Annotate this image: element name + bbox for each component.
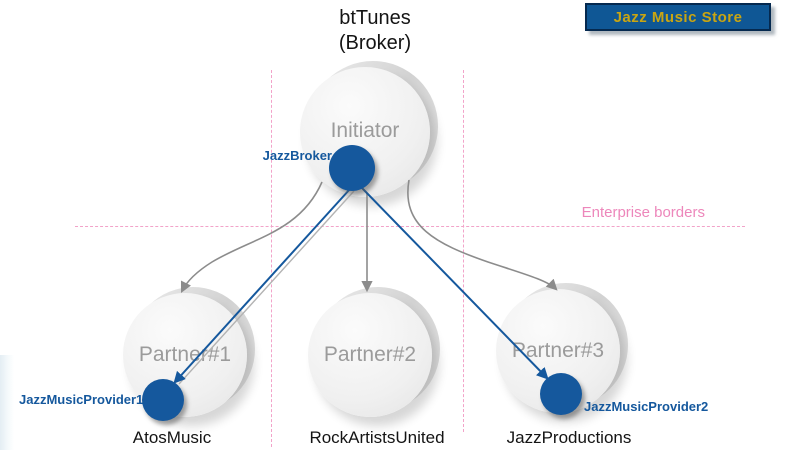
cylinder-face [308,293,432,417]
jazzmusicprovider2-label: JazzMusicProvider2 [584,399,709,414]
enterprise-border-vertical-right [463,70,464,432]
arrow-initiator-to-partner1 [180,181,323,294]
company-jazzproductions: JazzProductions [506,428,632,447]
arrow-shadow-broker-to-provider1 [178,190,355,385]
jazzmusicprovider1-label: JazzMusicProvider1 [19,392,144,407]
title-line-1: btTunes [339,7,411,29]
partner2-label: Partner#2 [323,343,417,366]
jazz-music-store-badge: Jazz Music Store [585,3,771,31]
partner2-cylinder: Partner#2 [308,287,440,417]
partner1-label: Partner#1 [138,343,232,366]
jazzbroker-node [329,145,375,191]
jazzmusicprovider1-node [142,379,184,421]
title-line-2: (Broker) [338,32,412,54]
enterprise-borders-label: Enterprise borders [581,204,705,221]
initiator-label: Initiator [330,119,400,142]
slide-edge-gradient-left [0,355,14,450]
arrow-broker-to-provider2 [361,187,549,380]
badge-label: Jazz Music Store [613,8,743,26]
company-rockartistsunited: RockArtistsUnited [309,428,445,447]
partner3-label: Partner#3 [511,339,605,362]
arrow-initiator-to-partner3 [407,179,558,291]
jazzmusicprovider2-node [540,373,582,415]
enterprise-border-horizontal [75,226,745,227]
arrow-broker-to-provider1 [173,188,351,384]
enterprise-border-vertical-left [271,70,272,447]
jazzbroker-label: JazzBroker [262,148,332,163]
company-atosmusic: AtosMusic [132,428,212,447]
page-title: btTunes (Broker) [280,6,470,56]
